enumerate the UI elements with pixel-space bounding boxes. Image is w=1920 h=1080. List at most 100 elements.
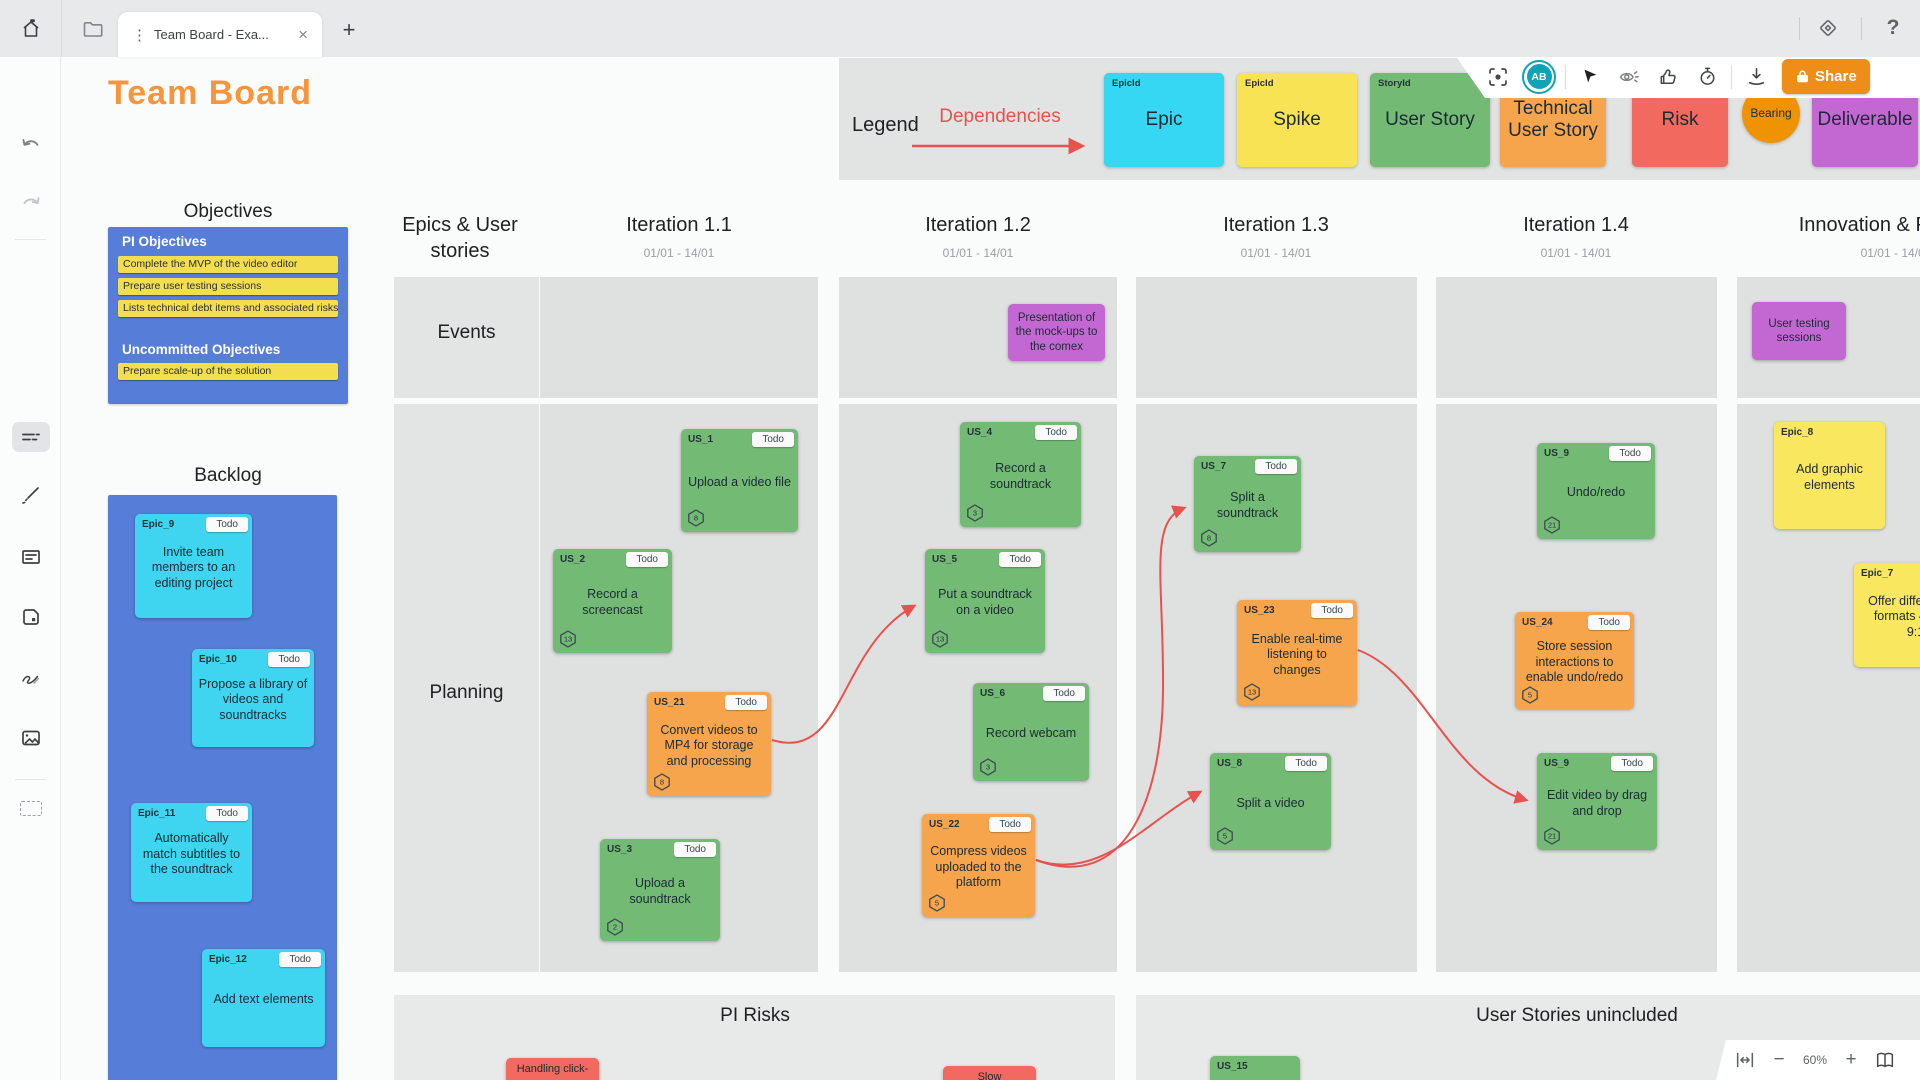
draw-tool[interactable]: [0, 658, 61, 698]
card-id-label: US_23: [1244, 605, 1275, 616]
events-row-band: [1436, 277, 1717, 398]
objective-item[interactable]: Prepare user testing sessions: [118, 278, 338, 295]
story-points-badge: 13: [1244, 683, 1260, 701]
help-button[interactable]: ?: [1886, 16, 1900, 39]
redo-button[interactable]: [0, 182, 61, 222]
zoom-out-button[interactable]: −: [1773, 1049, 1785, 1070]
hide-collaborators-icon[interactable]: [1614, 62, 1644, 92]
svg-text:3: 3: [986, 763, 990, 772]
card-status-tag: Todo: [725, 695, 767, 710]
card-text: Propose a library of videos and soundtra…: [198, 676, 308, 722]
tab-close-icon[interactable]: ×: [298, 24, 308, 44]
jira-integration-button[interactable]: [1812, 12, 1844, 44]
cursor-tracking-icon[interactable]: [1575, 62, 1605, 92]
text-tool[interactable]: [0, 417, 61, 457]
zoom-level[interactable]: 60%: [1802, 1053, 1828, 1067]
home-button[interactable]: [14, 12, 48, 46]
jira-icon: [1820, 20, 1836, 36]
share-button[interactable]: Share: [1782, 59, 1870, 94]
card-status-tag: Todo: [206, 517, 248, 532]
top-bar: ⋮ Team Board - Exa... × + ?: [0, 0, 1920, 57]
column-dates-it2: 01/01 - 14/01: [942, 246, 1014, 260]
card-id-label: US_4: [967, 427, 993, 438]
undo-button[interactable]: [0, 127, 61, 167]
story-points-badge: 13: [560, 630, 576, 648]
image-tool[interactable]: [0, 718, 61, 758]
legend-card-text: Deliverable: [1817, 109, 1913, 131]
zoom-in-button[interactable]: +: [1845, 1049, 1857, 1070]
fit-width-icon[interactable]: [1730, 1045, 1760, 1075]
planning-row-label-band: [394, 404, 539, 972]
like-icon[interactable]: [1653, 62, 1683, 92]
select-tool[interactable]: [0, 788, 61, 828]
card-text: Upload a video file: [688, 474, 791, 489]
card-text: User testing sessions: [1768, 317, 1830, 344]
active-tab[interactable]: ⋮ Team Board - Exa... ×: [118, 12, 322, 57]
line-tool[interactable]: [0, 475, 61, 515]
card-id-label: Epic_8: [1781, 427, 1814, 438]
card-tool[interactable]: [0, 537, 61, 577]
story-points-badge: 3: [980, 758, 996, 776]
tab-title: Team Board - Exa...: [154, 27, 269, 42]
story-points-badge: 5: [1522, 686, 1538, 704]
objective-item[interactable]: Lists technical debt items and associate…: [118, 300, 338, 317]
objective-item[interactable]: Complete the MVP of the video editor: [118, 256, 338, 273]
card-event[interactable]: User testing sessions: [1752, 302, 1846, 360]
timer-icon[interactable]: [1692, 62, 1722, 92]
card-text: Presentation of the mock-ups to the come…: [1015, 311, 1098, 353]
zoom-controls: − 60% +: [1716, 1040, 1920, 1080]
selected-tool-highlight: [12, 422, 50, 452]
folder-icon: [83, 22, 103, 37]
lock-icon: [1797, 70, 1808, 83]
card-id-label: Epic_7: [1861, 568, 1894, 579]
objective-item[interactable]: Prepare scale-up of the solution: [118, 363, 338, 380]
toolbar-divider: [1731, 64, 1732, 89]
screen-share-icon[interactable]: [1483, 62, 1513, 92]
card-id-label: US_9: [1544, 448, 1570, 459]
card-text: Enable real-time listening to changes: [1251, 631, 1343, 677]
events-row-band: [1136, 277, 1417, 398]
card-risk[interactable]: Slow: [943, 1066, 1036, 1080]
sticky-note-tool-icon: [22, 609, 39, 625]
boards-folder-button[interactable]: [76, 12, 110, 46]
download-icon[interactable]: [1741, 62, 1771, 92]
new-tab-button[interactable]: +: [342, 17, 356, 42]
card-text: Split a soundtrack: [1216, 490, 1279, 520]
card-id-label: US_2: [560, 554, 586, 565]
card-risk[interactable]: Handling click-: [506, 1058, 599, 1080]
avatar[interactable]: AB: [1522, 59, 1556, 94]
tab-menu-icon[interactable]: ⋮: [132, 26, 147, 44]
card-US_15[interactable]: US_15: [1210, 1056, 1300, 1080]
sticky-note-tool[interactable]: [0, 597, 61, 637]
card-event[interactable]: Presentation of the mock-ups to the come…: [1008, 304, 1105, 361]
card-id-label: US_7: [1201, 461, 1227, 472]
pi-objectives-panel[interactable]: PI Objectives Complete the MVP of the vi…: [108, 227, 348, 404]
topbar-divider: [61, 0, 62, 57]
column-dates-it1: 01/01 - 14/01: [643, 246, 715, 260]
minimap-icon[interactable]: [1870, 1045, 1900, 1075]
card-text: Convert videos to MP4 for storage and pr…: [660, 722, 758, 768]
